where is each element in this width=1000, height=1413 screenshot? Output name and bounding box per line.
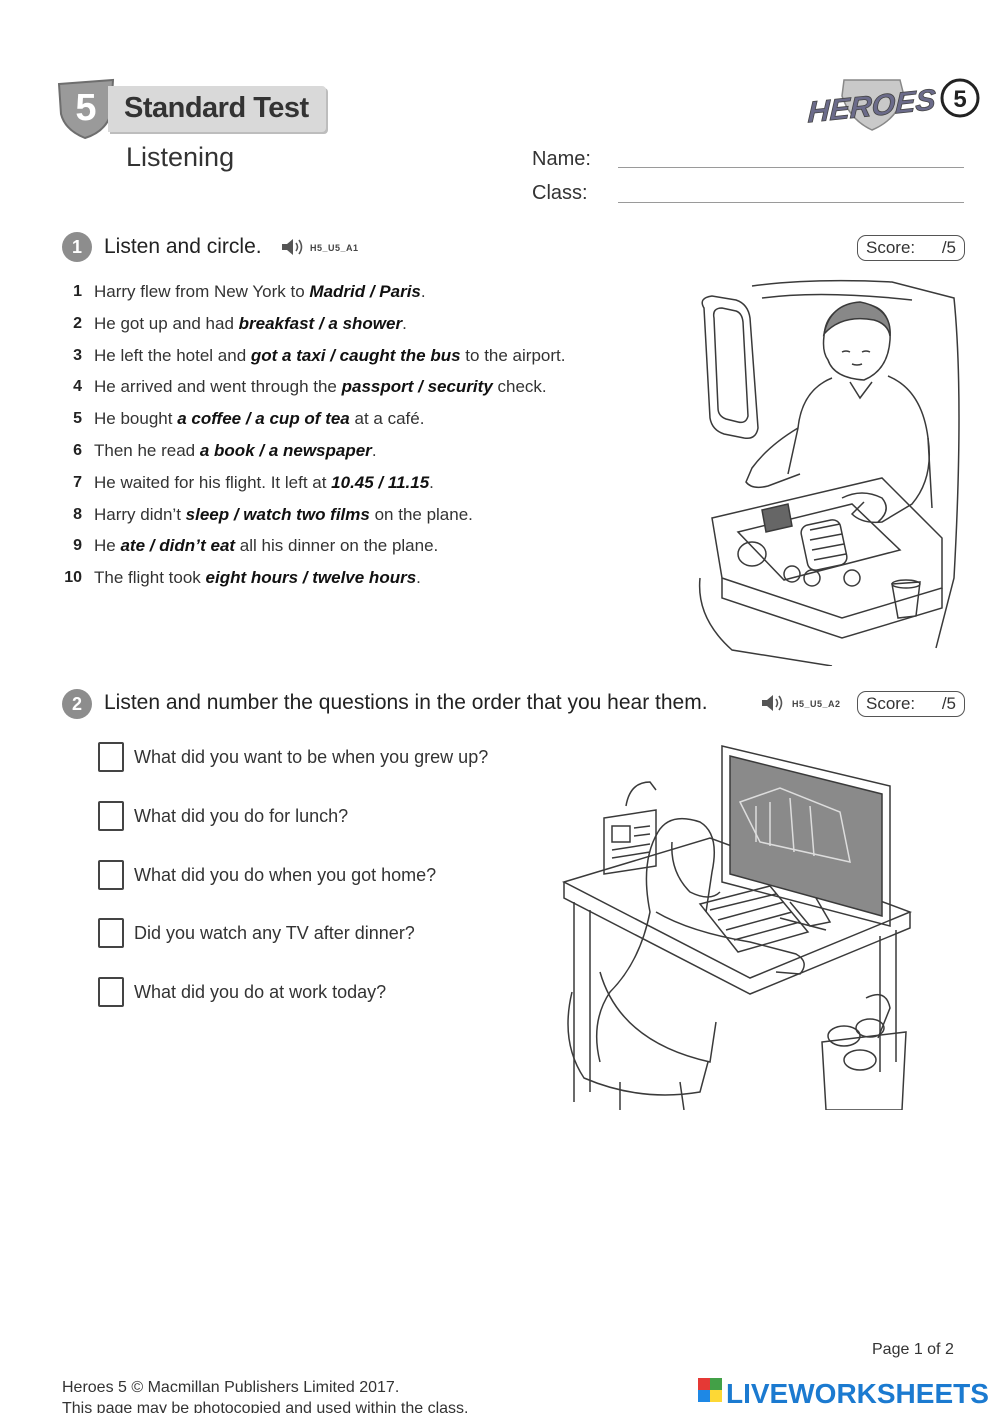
question-text: What did you do when you got home?	[134, 865, 437, 885]
item-options[interactable]: ate / didn’t eat	[120, 536, 236, 555]
item-text-after: .	[402, 314, 407, 333]
name-label: Name:	[532, 148, 591, 170]
score-label: Score:	[866, 238, 916, 257]
item-text-before: The flight took	[94, 568, 206, 587]
item-number: 6	[73, 442, 82, 459]
item-number: 10	[64, 569, 82, 586]
circle-item: He waited for his flight. It left at 10.…	[94, 473, 434, 493]
item-text-before: Then he read	[94, 441, 200, 460]
answer-number-box[interactable]	[98, 860, 124, 890]
item-text-before: Harry didn’t	[94, 505, 186, 524]
item-number: 8	[73, 506, 82, 523]
brand-name: HEROES	[807, 84, 936, 130]
item-text-after: at a café.	[349, 409, 425, 428]
item-text-after: to the airport.	[460, 346, 566, 365]
question-text: What did you do for lunch?	[134, 806, 349, 826]
page-number: Page 1 of 2	[872, 1341, 954, 1358]
circle-item: Then he read a book / a newspaper.	[94, 441, 377, 461]
circle-item: He ate / didn’t eat all his dinner on th…	[94, 536, 438, 556]
unit-number: 5	[75, 87, 96, 129]
class-field[interactable]	[618, 202, 964, 203]
copyright-text: Heroes 5 © Macmillan Publishers Limited …	[62, 1379, 400, 1396]
circle-item: Harry didn’t sleep / watch two films on …	[94, 505, 473, 525]
name-field[interactable]	[618, 167, 964, 168]
item-text-after: .	[371, 441, 377, 460]
item-text-after: all his dinner on the plane.	[235, 536, 439, 555]
circle-item: He bought a coffee / a cup of tea at a c…	[94, 409, 424, 429]
item-text-before: He waited for his flight. It left at	[94, 473, 332, 492]
title-bar	[108, 86, 326, 132]
circle-item: Harry flew from New York to Madrid / Par…	[94, 282, 426, 302]
circle-item: The flight took eight hours / twelve hou…	[94, 568, 421, 588]
item-text-before: He	[94, 536, 121, 555]
item-options[interactable]: sleep / watch two films	[185, 505, 370, 524]
item-text-before: He bought	[94, 409, 178, 428]
item-options[interactable]: Madrid / Paris	[309, 282, 421, 301]
item-options[interactable]: a coffee / a cup of tea	[177, 409, 350, 428]
computer-desk-illustration	[562, 745, 912, 1110]
score-box: Score: /5	[857, 691, 965, 717]
brand-level: 5	[953, 86, 966, 113]
item-number: 7	[73, 474, 82, 491]
circle-item: He arrived and went through the passport…	[94, 377, 547, 397]
circle-item: He left the hotel and got a taxi / caugh…	[94, 346, 565, 366]
heroes-logo: HEROES 5	[807, 78, 980, 131]
question-text: What did you do at work today?	[134, 982, 387, 1002]
item-number: 3	[73, 347, 82, 364]
item-text-after: .	[420, 282, 426, 301]
item-number: 9	[73, 537, 82, 554]
circle-item: He got up and had breakfast / a shower.	[94, 314, 407, 334]
item-number: 2	[73, 315, 82, 332]
item-text-after: check.	[492, 377, 547, 396]
item-number: 5	[73, 410, 82, 427]
item-options[interactable]: passport / security	[341, 377, 493, 396]
item-text-after: .	[429, 473, 434, 492]
item-text-before: He left the hotel and	[94, 346, 251, 365]
score-label: Score:	[866, 694, 916, 713]
score-total: /5	[941, 694, 956, 713]
answer-number-box[interactable]	[98, 918, 124, 948]
speaker-icon[interactable]	[760, 693, 786, 713]
answer-number-box[interactable]	[98, 742, 124, 772]
item-options[interactable]: eight hours / twelve hours	[205, 568, 417, 587]
class-label: Class:	[532, 182, 588, 204]
audio-track-code: H5_U5_A2	[792, 699, 841, 709]
item-number: 4	[73, 378, 82, 395]
photocopy-note-container: This page may be photocopied and used wi…	[62, 1400, 468, 1413]
unit-shield-badge-icon: 5	[57, 78, 115, 140]
exercise-1-title: Listen and circle.	[104, 235, 262, 258]
item-options[interactable]: breakfast / a shower	[238, 314, 403, 333]
item-number: 1	[73, 283, 82, 300]
speaker-icon[interactable]	[280, 237, 306, 257]
item-options[interactable]: got a taxi / caught the bus	[250, 346, 461, 365]
exercise-2-number: 2	[62, 689, 92, 719]
item-text-after: .	[416, 568, 421, 587]
page-subtitle: Listening	[126, 142, 235, 172]
page-title: Standard Test	[124, 92, 309, 124]
answer-number-box[interactable]	[98, 977, 124, 1007]
item-text-after: on the plane.	[369, 505, 473, 524]
exercise-1-number: 1	[62, 232, 92, 262]
item-options[interactable]: 10.45 / 11.15	[331, 473, 430, 492]
score-box: Score: /5	[857, 235, 965, 261]
score-total: /5	[941, 238, 956, 257]
airplane-dinner-illustration	[698, 279, 960, 666]
item-options[interactable]: a book / a newspaper	[199, 441, 372, 460]
photocopy-note: This page may be photocopied and used wi…	[62, 1400, 469, 1413]
watermark-text: LIVEWORKSHEETS	[726, 1378, 989, 1409]
item-text-before: Harry flew from New York to	[94, 282, 310, 301]
item-text-before: He arrived and went through the	[94, 377, 342, 396]
answer-number-box[interactable]	[98, 801, 124, 831]
liveworksheets-logo: LIVEWORKSHEETS	[698, 1378, 989, 1409]
question-text: Did you watch any TV after dinner?	[134, 923, 415, 943]
exercise-2-title: Listen and number the questions in the o…	[104, 691, 708, 714]
audio-track-code: H5_U5_A1	[310, 243, 359, 253]
question-text: What did you want to be when you grew up…	[134, 747, 489, 767]
item-text-before: He got up and had	[94, 314, 239, 333]
